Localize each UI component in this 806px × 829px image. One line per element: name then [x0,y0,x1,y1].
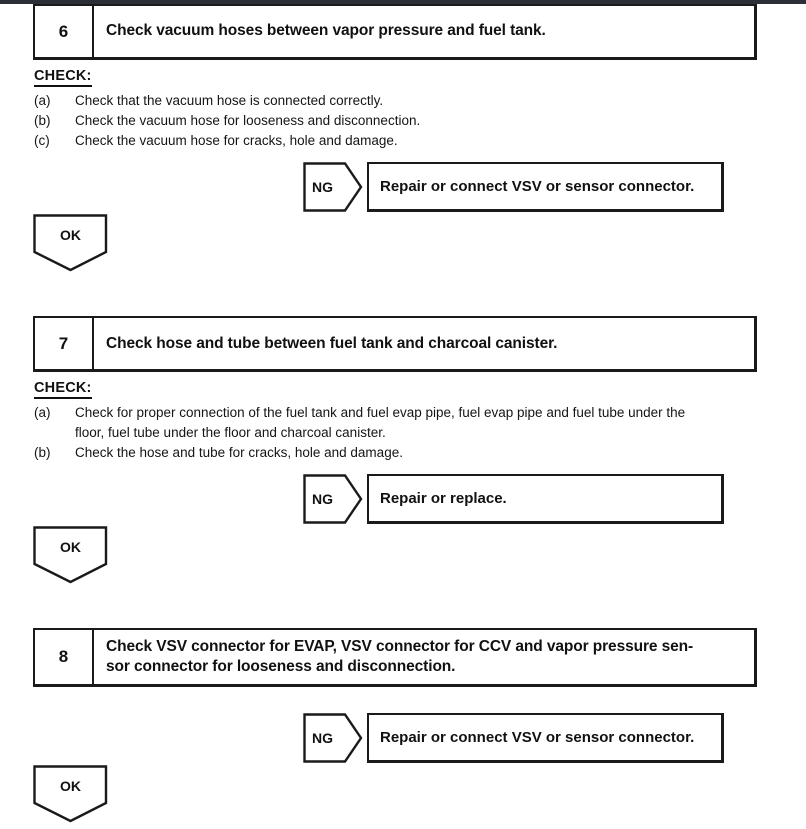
check-heading-7: CHECK: [34,380,92,400]
ok-tag-7: OK [33,526,108,584]
check-item-text: Check for proper connection of the fuel … [75,405,686,440]
ng-action-box-7: Repair or replace. [367,473,724,524]
ok-label: OK [60,538,81,555]
step-title-7: Check hose and tube between fuel tank an… [106,334,558,352]
check-item: (b) Check the vacuum hose for looseness … [34,111,806,130]
check-item: (b) Check the hose and tube for cracks, … [34,443,806,462]
ng-branch-7: NG Repair or replace. [303,473,806,526]
ok-tag-6: OK [33,214,108,272]
step-title-8-line-2: sor connector for looseness and disconne… [106,657,456,675]
check-item: (a) Check for proper connection of the f… [34,403,806,441]
step-box-7: 7 Check hose and tube between fuel tank … [33,316,757,373]
ok-branch-8: OK [0,765,806,823]
ok-branch-7: OK [0,526,806,584]
check-item-marker: (a) [34,405,51,421]
ng-branch-6: NG Repair or connect VSV or sensor conne… [303,162,806,214]
step-number-6: 6 [35,6,94,57]
ng-action-box-6: Repair or connect VSV or sensor connecto… [367,162,724,213]
step-block-8: 8 Check VSV connector for EVAP, VSV conn… [0,627,806,688]
check-item-text: Check the vacuum hose for looseness and … [75,113,421,129]
ng-tag-7: NG [303,473,363,524]
ng-tag-6: NG [303,162,363,213]
ng-label: NG [312,179,333,196]
step-title-8-line-1: Check VSV connector for EVAP, VSV connec… [106,637,694,655]
ng-action-box-8: Repair or connect VSV or sensor connecto… [367,713,724,764]
check-item-text: Check that the vacuum hose is connected … [75,92,384,108]
ok-tag-8: OK [33,765,108,823]
check-item-marker: (c) [34,133,50,149]
step-title-6: Check vacuum hoses between vapor pressur… [106,22,546,40]
ok-arrow-icon [33,214,108,272]
check-item-marker: (a) [34,92,51,108]
ok-label: OK [60,227,81,244]
check-item: (a) Check that the vacuum hose is connec… [34,91,806,110]
ok-branch-6: OK [0,214,806,272]
ng-tag-8: NG [303,713,363,764]
check-item-marker: (b) [34,444,51,460]
step-title-8: Check VSV connector for EVAP, VSV connec… [94,630,754,684]
check-item-marker: (b) [34,113,51,129]
check-heading-6: CHECK: [34,68,92,87]
step-box-6: 6 Check vacuum hoses between vapor press… [33,4,757,60]
step-number-8: 8 [35,629,94,685]
ok-label: OK [60,778,81,795]
check-item-text: Check the hose and tube for cracks, hole… [75,444,403,460]
scan-edge-artifact [0,0,806,4]
step-block-6: 6 Check vacuum hoses between vapor press… [0,4,806,150]
ok-arrow-icon [33,765,108,823]
ng-branch-8: NG Repair or connect VSV or sensor conne… [303,713,806,765]
step-box-8: 8 Check VSV connector for EVAP, VSV conn… [33,627,757,688]
step-block-7: 7 Check hose and tube between fuel tank … [0,316,806,461]
ng-label: NG [312,490,333,507]
flowchart-body: 6 Check vacuum hoses between vapor press… [0,4,806,823]
check-item: (c) Check the vacuum hose for cracks, ho… [34,131,806,150]
step-number-7: 7 [35,318,94,370]
check-area-7: CHECK: (a) Check for proper connection o… [33,379,806,461]
check-area-6: CHECK: (a) Check that the vacuum hose is… [33,67,806,150]
ng-label: NG [312,730,333,747]
ok-arrow-icon [33,526,108,584]
check-item-text: Check the vacuum hose for cracks, hole a… [75,133,398,149]
